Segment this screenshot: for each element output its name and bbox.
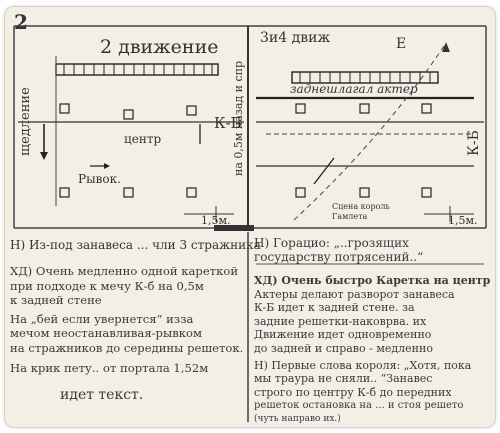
right-text-line: Актеры делают разворот занавеса — [254, 287, 455, 301]
page-number: 2 — [14, 10, 28, 34]
right-text-line: до задней и справо - медленно — [254, 341, 433, 355]
right-text-line: Движение идет одновременно — [254, 328, 432, 342]
right-scene-caption: Сцена король Гамлета — [332, 202, 390, 221]
staging-diagrams — [13, 25, 487, 422]
left-text-line: ХД) Очень медленно одной кареткой — [10, 264, 239, 278]
left-text-heading: Н) Из-под занавеса ... чли 3 стражника — [10, 238, 261, 252]
left-text-line: На крик пету.. от портала 1,52м — [10, 361, 209, 375]
right-text-line: ХД) Очень быстро Каретка на центр — [254, 274, 491, 287]
left-text-line: идет текст. — [60, 386, 144, 403]
right-text-line: мы траура не сняли.. “Занавес — [254, 372, 433, 386]
right-act-label: заднешлагал актер — [290, 82, 418, 96]
right-diagram-title: 3и4 движ — [260, 30, 331, 46]
right-text-heading: Н) Горацио: „..грозящих государству потр… — [254, 236, 424, 264]
right-distance-label: 1,5м. — [448, 214, 478, 227]
left-text-line: на стражников до середины решеток. — [10, 340, 244, 355]
left-text-body: ХД) Очень медленно одной кареткой при по… — [10, 264, 244, 402]
left-distance-label: 1,5м. — [201, 214, 231, 227]
right-kb-label: К-Б — [466, 130, 482, 156]
right-text-line: (чуть направо их.) — [254, 413, 341, 424]
right-text-line: решеток остановка на ... и стоя решето — [254, 400, 464, 412]
left-diagram — [18, 56, 244, 222]
left-kb-label: К-Б — [214, 114, 242, 132]
left-text-line: к задней стене — [10, 293, 102, 307]
left-vertical-note: на 0,5м назад и спр — [232, 60, 245, 176]
left-rivok-label: Рывок. — [78, 172, 121, 186]
left-text-line: при подходе к мечу К-б на 0,5м — [10, 278, 204, 293]
right-text-line: задние решетки-наковрва. их — [254, 314, 427, 328]
left-text-line: мечом неостанавливая-рывком — [10, 326, 202, 340]
left-vertical-label: щедление — [18, 87, 33, 156]
right-text-line: строго по центру К-б до передних — [254, 385, 452, 399]
right-diagram — [256, 42, 484, 222]
right-e-label: Е — [396, 36, 407, 52]
right-text-line: Н) Первые слова короля: „Хотя, пока — [254, 358, 472, 372]
left-diagram-title: 2 движение — [100, 36, 219, 58]
document-card: 2 2 движение щедление центр Рывок. К-Б 1… — [4, 6, 496, 428]
separator-bar — [214, 225, 254, 231]
left-center-label: центр — [124, 132, 162, 146]
left-text-line: На „бей если увернется“ изза — [10, 311, 194, 326]
right-text-line: К-Б идет к задней стене. за — [254, 301, 415, 315]
right-text-body: ХД) Очень быстро Каретка на центр Актеры… — [254, 274, 490, 427]
